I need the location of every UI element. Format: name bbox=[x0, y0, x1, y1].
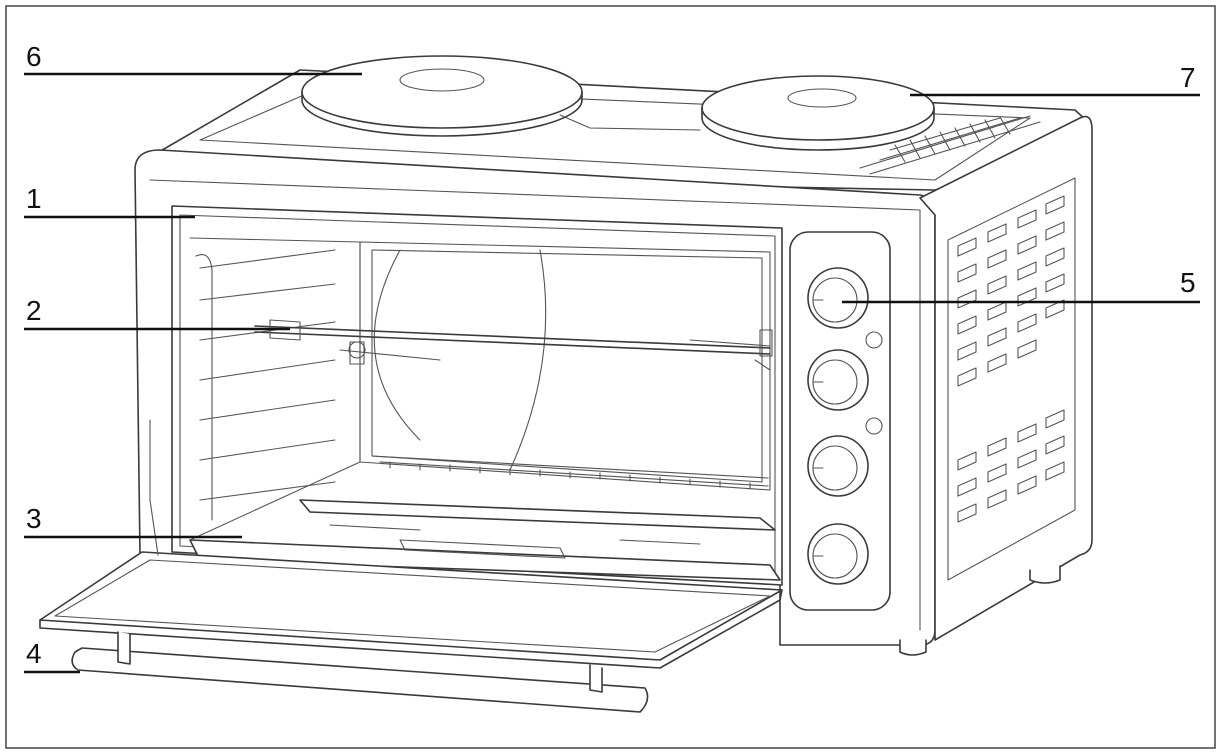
foot-front-right bbox=[899, 639, 927, 656]
callout-3-number: 3 bbox=[26, 503, 42, 534]
rotisserie-spit bbox=[254, 319, 773, 371]
callout-2-number: 2 bbox=[26, 295, 42, 326]
control-knob-3 bbox=[807, 435, 869, 497]
callout-6: 6 bbox=[24, 41, 362, 76]
indicator-light-1 bbox=[865, 331, 883, 349]
control-knob-2 bbox=[807, 349, 869, 411]
callout-7-number: 7 bbox=[1180, 62, 1196, 93]
oven-right-side bbox=[919, 115, 1093, 641]
callout-2: 2 bbox=[24, 295, 290, 331]
callout-1: 1 bbox=[24, 183, 195, 219]
oven-cavity bbox=[171, 205, 783, 586]
callout-5-number: 5 bbox=[1180, 267, 1196, 298]
control-panel bbox=[789, 231, 891, 611]
foot-back-right bbox=[1029, 565, 1061, 584]
callout-4-number: 4 bbox=[26, 638, 42, 669]
callout-1-number: 1 bbox=[26, 183, 42, 214]
callout-7: 7 bbox=[910, 62, 1200, 97]
top-vent-slots bbox=[859, 115, 1041, 175]
door-handle bbox=[71, 631, 649, 713]
indicator-light-2 bbox=[865, 417, 883, 435]
oven-door-open bbox=[39, 419, 783, 669]
callout-3: 3 bbox=[24, 503, 242, 539]
control-knob-1 bbox=[807, 267, 869, 329]
side-vent-grille bbox=[957, 195, 1065, 523]
baking-tray bbox=[189, 499, 781, 581]
callout-5: 5 bbox=[842, 267, 1200, 304]
callout-4: 4 bbox=[24, 638, 80, 674]
small-hotplate bbox=[701, 75, 935, 151]
large-hotplate bbox=[301, 55, 583, 137]
control-knob-4 bbox=[807, 523, 869, 585]
callout-6-number: 6 bbox=[26, 41, 42, 72]
